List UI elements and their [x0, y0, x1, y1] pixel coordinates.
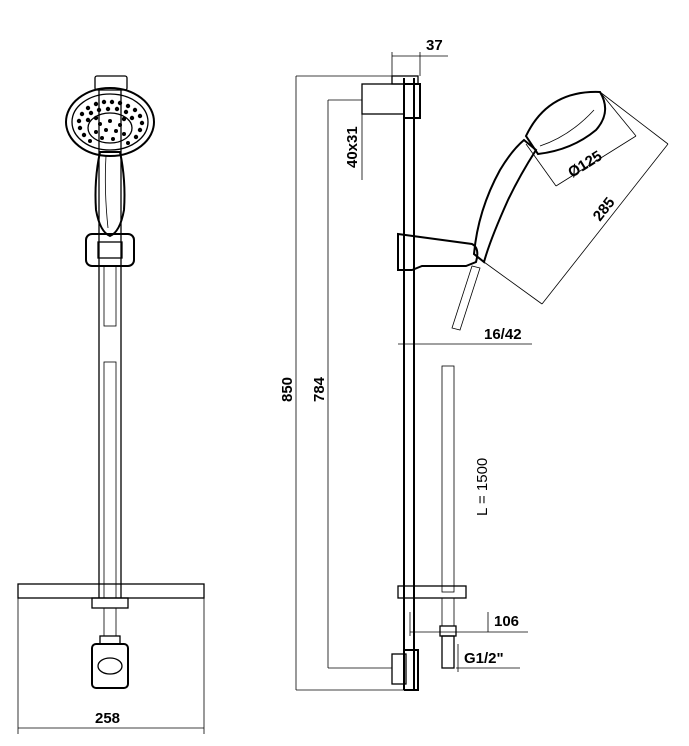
front-holder: [85, 233, 135, 267]
dim-diameter-125: Ø125: [565, 148, 605, 182]
front-handle: [94, 151, 126, 238]
dim-16-42: 16/42: [484, 326, 522, 343]
side-view: 37 40x31 850 784 Ø125 285 16/42 L = 1500: [279, 37, 669, 691]
dim-37: 37: [426, 37, 443, 54]
side-hose-upper: [451, 265, 481, 331]
dim-40x31: 40x31: [344, 126, 361, 168]
front-top-cap: [94, 75, 128, 91]
side-hose-lower: [441, 365, 455, 593]
dim-258: 258: [95, 710, 120, 727]
side-shower-head: [524, 90, 607, 156]
dim-285: 285: [590, 194, 619, 224]
side-handle: [472, 138, 538, 264]
dim-hose-length: L = 1500: [474, 458, 491, 516]
side-wall-mount-top: [361, 83, 405, 115]
dim-thread-g12: G1/2": [464, 650, 504, 667]
front-view: 258: [17, 75, 205, 734]
front-shower-head: [65, 87, 155, 157]
front-bottom-bracket: [91, 597, 129, 609]
dim-line-285: [541, 143, 669, 305]
side-wall-mount-bottom: [391, 653, 407, 685]
dim-106: 106: [494, 613, 519, 630]
front-hose-upper: [103, 265, 117, 327]
side-holder: [397, 232, 479, 271]
dim-784: 784: [311, 376, 328, 402]
front-shelf: [17, 583, 205, 599]
side-shelf: [397, 585, 467, 599]
front-hose-lower: [103, 361, 117, 599]
dim-850: 850: [279, 377, 296, 402]
front-wall-mount: [91, 643, 129, 689]
